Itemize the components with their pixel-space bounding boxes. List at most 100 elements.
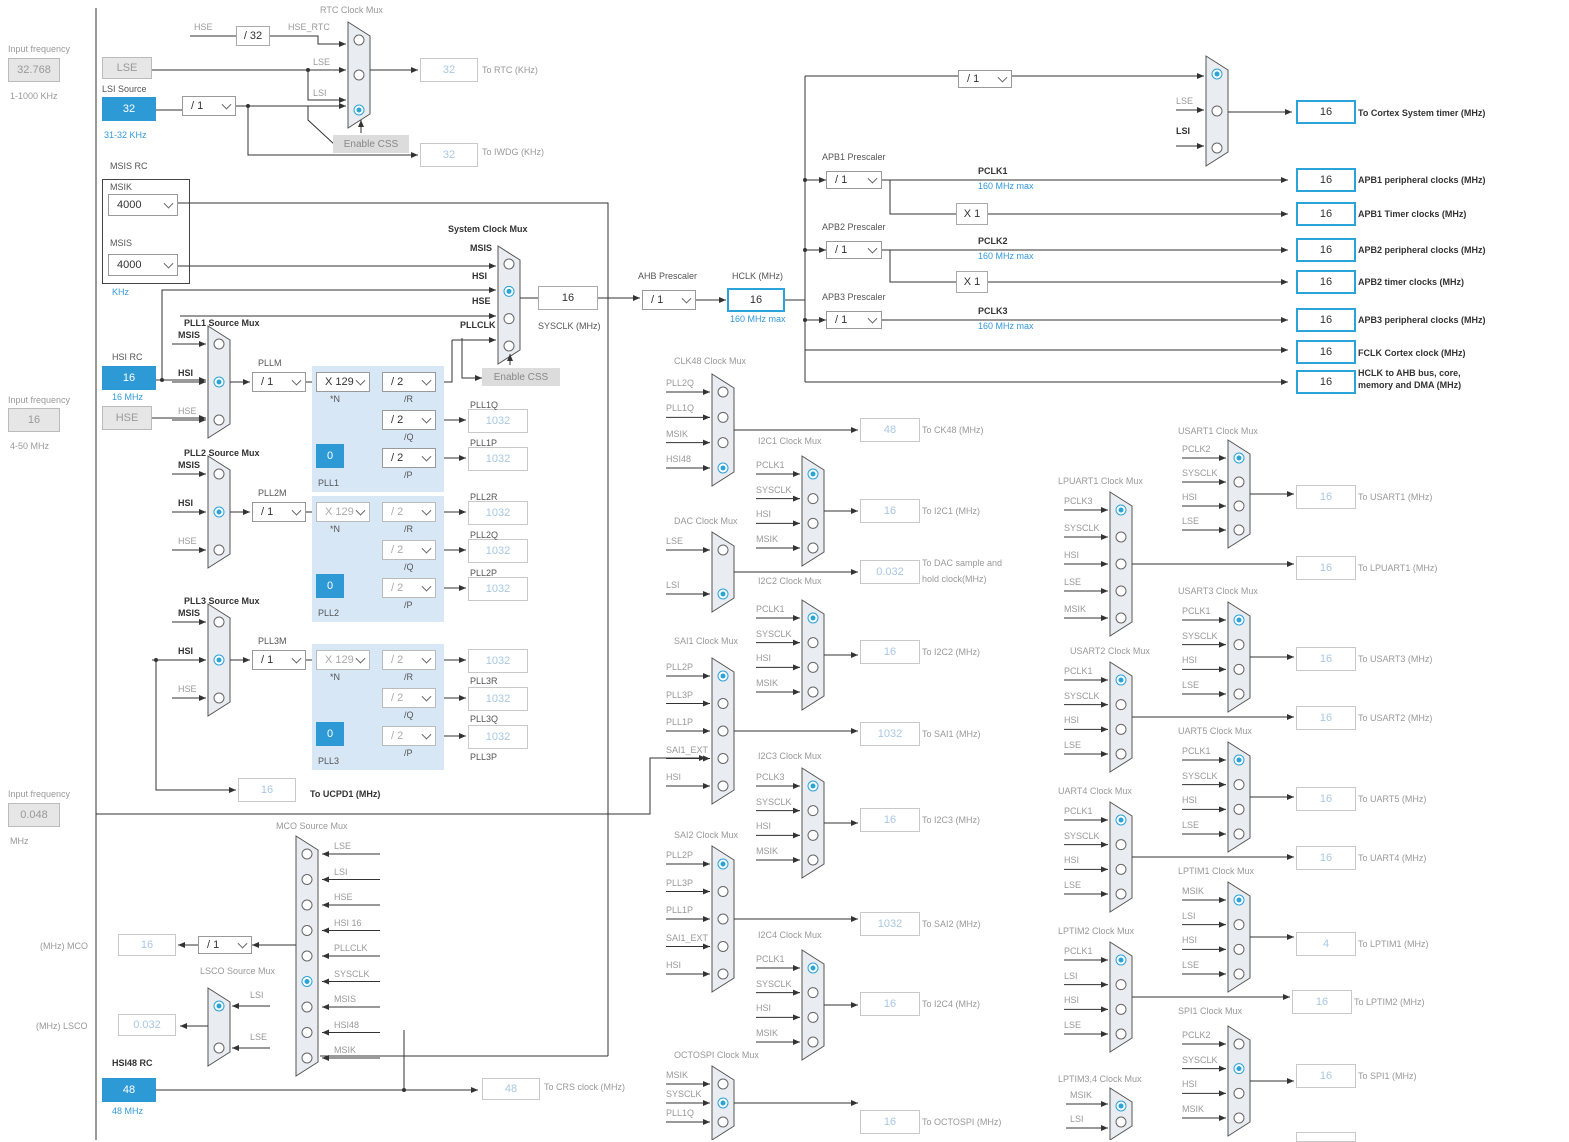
sai2-clock-mux[interactable] bbox=[711, 845, 735, 993]
radio-option[interactable] bbox=[1115, 748, 1127, 760]
radio-option[interactable] bbox=[213, 544, 225, 556]
hclk-value[interactable]: 16 bbox=[727, 288, 785, 312]
msis-frequency-select[interactable]: 4000 bbox=[108, 254, 178, 276]
radio-option[interactable] bbox=[1233, 968, 1245, 980]
radio-option[interactable] bbox=[717, 913, 729, 925]
hsi48-input-frequency[interactable]: 0.048 bbox=[8, 803, 60, 827]
pll2-m-select[interactable]: / 1 bbox=[252, 502, 306, 522]
clk48-clock-mux[interactable] bbox=[711, 373, 735, 487]
pll1-r-select[interactable]: / 2 bbox=[382, 372, 436, 392]
pll2-p-select[interactable]: / 2 bbox=[382, 578, 436, 598]
uart4-clock-mux[interactable] bbox=[1109, 801, 1133, 913]
lsco-source-mux[interactable] bbox=[207, 987, 231, 1067]
radio-option[interactable] bbox=[1233, 919, 1245, 931]
pll3-q-select[interactable]: / 2 bbox=[382, 688, 436, 708]
radio-option[interactable] bbox=[1115, 531, 1127, 543]
radio-option[interactable] bbox=[807, 661, 819, 673]
radio-option[interactable] bbox=[301, 925, 313, 936]
radio-option[interactable] bbox=[1233, 639, 1245, 651]
radio-option[interactable] bbox=[1115, 1116, 1127, 1128]
radio-option[interactable] bbox=[1115, 863, 1127, 875]
lptim1-clock-mux[interactable] bbox=[1227, 881, 1251, 993]
radio-option[interactable] bbox=[1233, 828, 1245, 840]
radio-option[interactable] bbox=[503, 313, 515, 325]
pll1-p-select[interactable]: / 2 bbox=[382, 448, 436, 468]
radio-option[interactable] bbox=[717, 725, 729, 737]
apb1-peripheral-value[interactable]: 16 bbox=[1296, 168, 1356, 192]
usart3-clock-mux[interactable] bbox=[1227, 601, 1251, 713]
cortex-timer-value[interactable]: 16 bbox=[1296, 100, 1356, 124]
pll1-n-select[interactable]: X 129 bbox=[316, 372, 370, 392]
mco-source-mux[interactable] bbox=[295, 835, 319, 1077]
radio-option[interactable] bbox=[1115, 558, 1127, 570]
radio-option[interactable] bbox=[1211, 142, 1223, 154]
radio-option[interactable] bbox=[807, 987, 819, 999]
pll3-source-mux[interactable] bbox=[207, 603, 231, 717]
pll2-q-select[interactable]: / 2 bbox=[382, 540, 436, 560]
pll1-m-select[interactable]: / 1 bbox=[252, 372, 306, 392]
apb2-peripheral-value[interactable]: 16 bbox=[1296, 238, 1356, 262]
radio-option[interactable] bbox=[807, 686, 819, 698]
lse-input-frequency[interactable]: 32.768 bbox=[8, 58, 60, 82]
radio-option[interactable] bbox=[213, 1042, 225, 1054]
radio-option[interactable] bbox=[1211, 105, 1223, 117]
radio-option[interactable] bbox=[1115, 699, 1127, 711]
enable-css-button[interactable]: Enable CSS bbox=[333, 135, 409, 153]
radio-option[interactable] bbox=[213, 616, 225, 628]
radio-option[interactable] bbox=[301, 950, 313, 962]
radio-option[interactable] bbox=[1233, 663, 1245, 675]
fclk-value[interactable]: 16 bbox=[1296, 340, 1356, 364]
radio-option[interactable] bbox=[503, 340, 515, 352]
radio-option[interactable] bbox=[717, 1116, 729, 1128]
radio-option[interactable] bbox=[807, 493, 819, 505]
pll3-p-select[interactable]: / 2 bbox=[382, 726, 436, 746]
i2c1-clock-mux[interactable] bbox=[801, 455, 825, 567]
pll3-r-select[interactable]: / 2 bbox=[382, 650, 436, 670]
hse-input-frequency[interactable]: 16 bbox=[8, 408, 60, 432]
i2c3-clock-mux[interactable] bbox=[801, 767, 825, 879]
apb2-prescaler-select[interactable]: / 1 bbox=[826, 241, 882, 259]
msik-frequency-select[interactable]: 4000 bbox=[108, 194, 178, 216]
radio-option[interactable] bbox=[807, 805, 819, 817]
radio-option[interactable] bbox=[807, 1011, 819, 1023]
pll3-n-select[interactable]: X 129 bbox=[316, 650, 370, 670]
radio-option[interactable] bbox=[1115, 888, 1127, 900]
sysclk-value[interactable]: 16 bbox=[538, 286, 598, 310]
pll1-q-select[interactable]: / 2 bbox=[382, 410, 436, 430]
radio-option[interactable] bbox=[717, 941, 729, 952]
radio-option[interactable] bbox=[1115, 979, 1127, 991]
dac-clock-mux[interactable] bbox=[711, 531, 735, 613]
apb1-prescaler-select[interactable]: / 1 bbox=[826, 171, 882, 189]
radio-option[interactable] bbox=[807, 854, 819, 866]
radio-option[interactable] bbox=[1115, 1003, 1127, 1015]
radio-option[interactable] bbox=[1115, 839, 1127, 851]
radio-option[interactable] bbox=[1233, 1038, 1245, 1050]
radio-option[interactable] bbox=[301, 1052, 313, 1064]
radio-option[interactable] bbox=[1233, 500, 1245, 512]
usart1-clock-mux[interactable] bbox=[1227, 439, 1251, 549]
radio-option[interactable] bbox=[1233, 779, 1245, 791]
radio-option[interactable] bbox=[717, 411, 729, 423]
radio-option[interactable] bbox=[717, 544, 729, 556]
radio-option[interactable] bbox=[503, 258, 515, 270]
radio-option[interactable] bbox=[807, 637, 819, 649]
radio-option[interactable] bbox=[301, 1027, 313, 1038]
radio-option[interactable] bbox=[717, 780, 729, 792]
radio-option[interactable] bbox=[1115, 723, 1127, 735]
spi1-clock-mux[interactable] bbox=[1227, 1025, 1251, 1137]
radio-option[interactable] bbox=[301, 1001, 313, 1013]
radio-option[interactable] bbox=[717, 886, 729, 897]
lsi-divider-select[interactable]: / 1 bbox=[182, 96, 236, 116]
mco-divider-select[interactable]: / 1 bbox=[198, 936, 252, 954]
radio-option[interactable] bbox=[1233, 803, 1245, 815]
radio-option[interactable] bbox=[717, 968, 729, 980]
lpuart1-clock-mux[interactable] bbox=[1109, 491, 1133, 637]
radio-option[interactable] bbox=[213, 692, 225, 704]
apb3-peripheral-value[interactable]: 16 bbox=[1296, 308, 1356, 332]
sysclk-enable-css-button[interactable]: Enable CSS bbox=[482, 368, 560, 386]
radio-option[interactable] bbox=[807, 829, 819, 841]
radio-option[interactable] bbox=[807, 517, 819, 529]
hclk-ahb-value[interactable]: 16 bbox=[1296, 370, 1356, 394]
radio-option[interactable] bbox=[1115, 612, 1127, 624]
pll1-source-mux[interactable] bbox=[207, 325, 231, 439]
